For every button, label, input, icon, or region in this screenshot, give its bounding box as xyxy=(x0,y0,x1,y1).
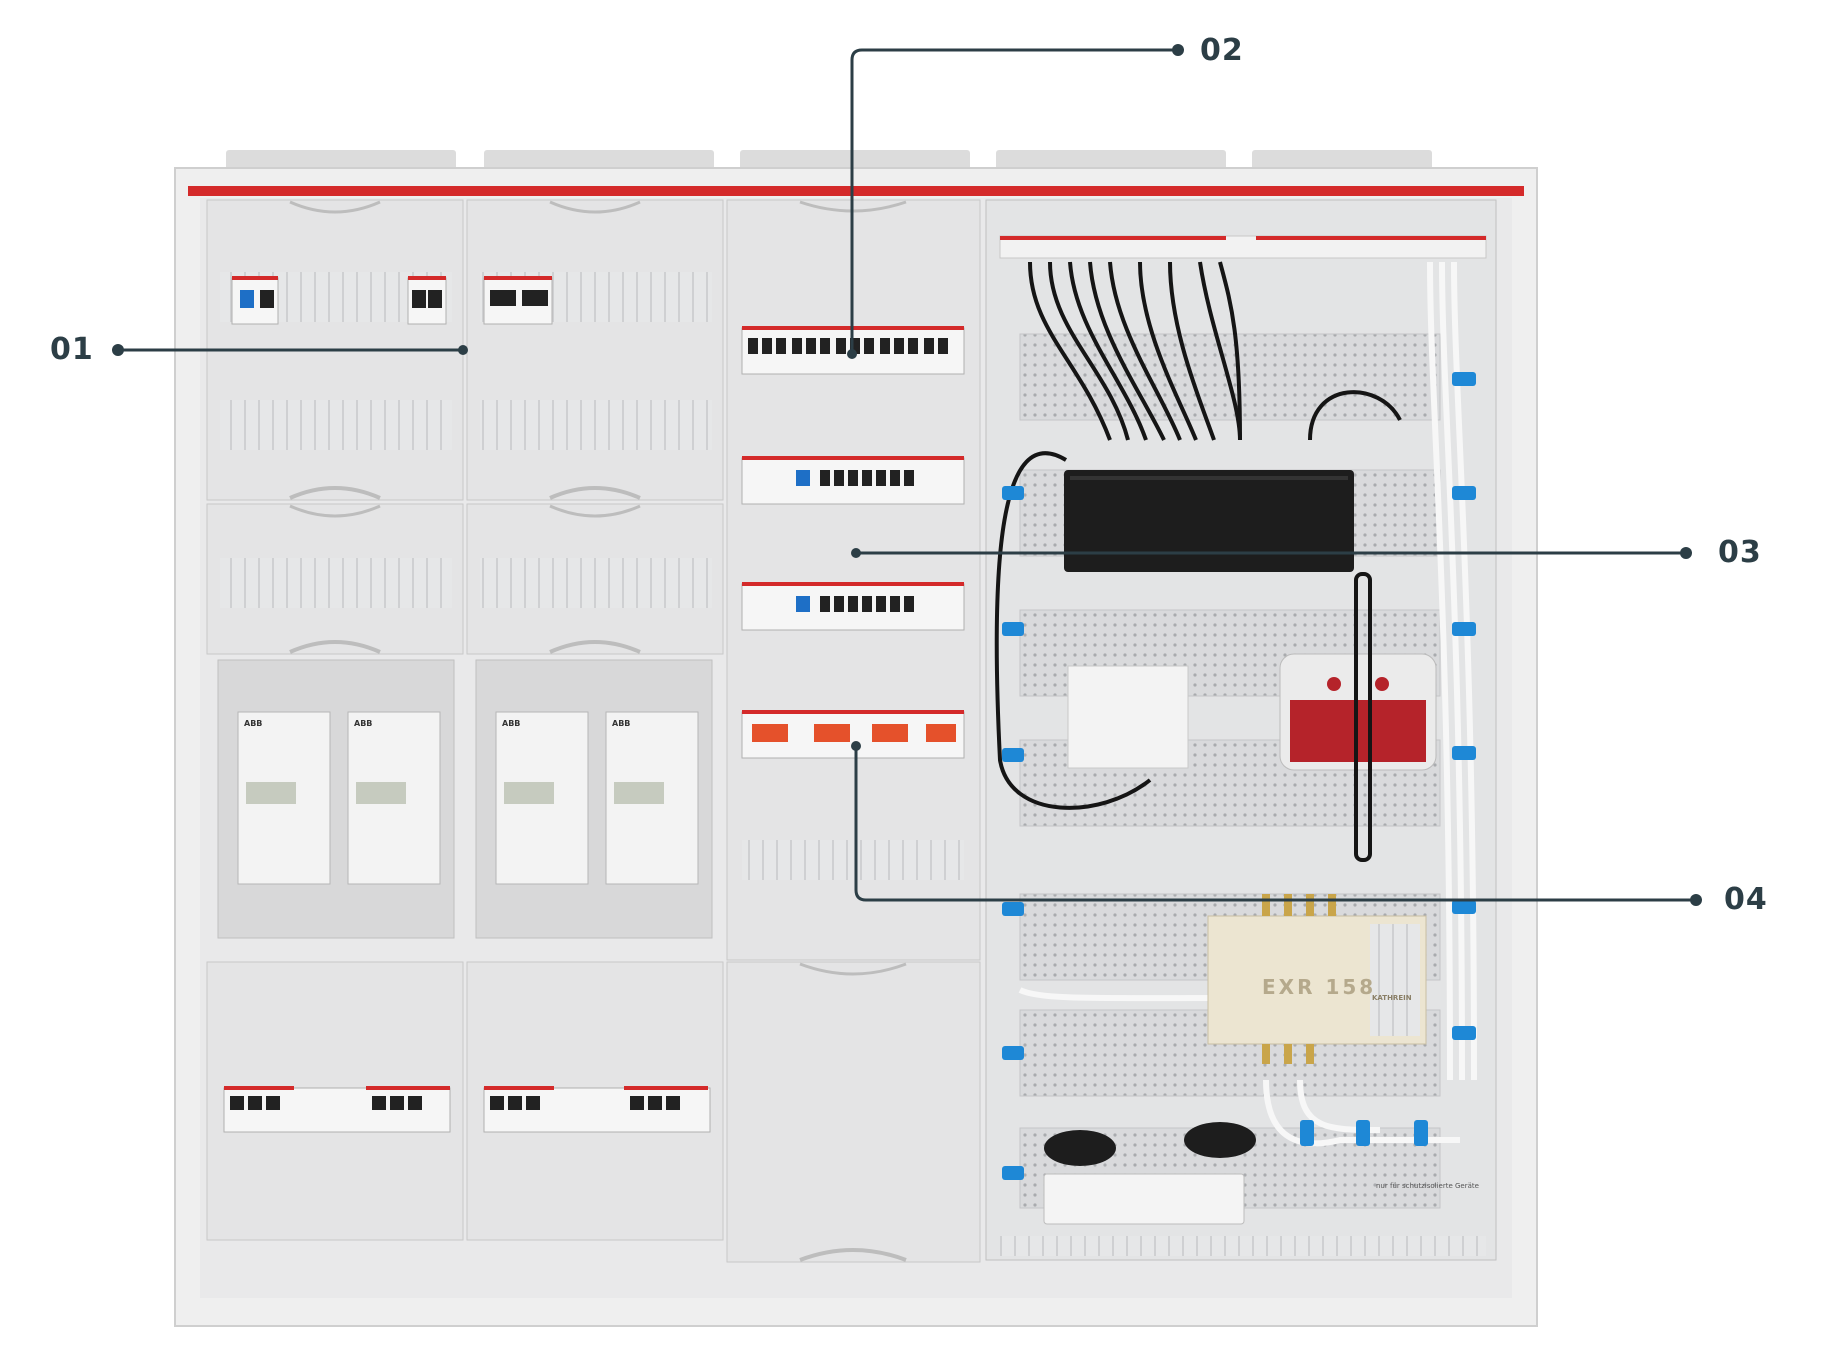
callout-line-02 xyxy=(850,48,1178,354)
top-entry-caps xyxy=(226,150,1432,172)
power-supplies xyxy=(1043,1122,1256,1225)
callout-dot-01-start xyxy=(112,344,124,356)
callout-dot-03-start xyxy=(851,548,861,558)
callout-label-04: 04 xyxy=(1724,882,1768,917)
multiswitch xyxy=(1207,894,1427,1064)
router xyxy=(1279,572,1437,862)
enclosure-accent-strip xyxy=(188,186,1524,196)
wifi-access-point xyxy=(1067,665,1189,769)
callout-dot-04-end xyxy=(1690,894,1702,906)
callout-label-03: 03 xyxy=(1718,535,1762,570)
callout-label-02: 02 xyxy=(1200,33,1244,68)
meter-field-middle-covers xyxy=(206,503,724,655)
bottom-breaker-covers xyxy=(206,961,724,1241)
meter-brand-label: ABB xyxy=(354,719,372,728)
meter-brand-label: ABB xyxy=(502,719,520,728)
callout-dot-04-start xyxy=(851,741,861,751)
patch-terminal-strip xyxy=(999,235,1487,259)
callout-dot-03-end xyxy=(1680,547,1692,559)
callout-dots xyxy=(112,44,1702,906)
callout-lines xyxy=(118,48,1696,902)
multiswitch-model-label: EXR 158 xyxy=(1262,975,1376,999)
meter-brand-label: ABB xyxy=(612,719,630,728)
electricity-meters xyxy=(217,659,713,939)
multiswitch-brand-label: KATHREIN xyxy=(1372,994,1412,1002)
network-cables xyxy=(994,261,1402,810)
network-switch xyxy=(1064,470,1354,572)
panel-note-label: nur für schutzisolierte Geräte xyxy=(1376,1182,1479,1190)
breaker-column xyxy=(726,199,981,1263)
callout-dot-02-end xyxy=(1172,44,1184,56)
callout-dot-01-end xyxy=(458,345,468,355)
coax-cables xyxy=(1018,261,1477,1147)
callout-line-04 xyxy=(854,746,1696,902)
callout-label-01: 01 xyxy=(50,332,94,367)
meter-brand-label: ABB xyxy=(244,719,262,728)
callout-dot-02-start xyxy=(847,349,857,359)
cable-clips xyxy=(1002,372,1476,1180)
